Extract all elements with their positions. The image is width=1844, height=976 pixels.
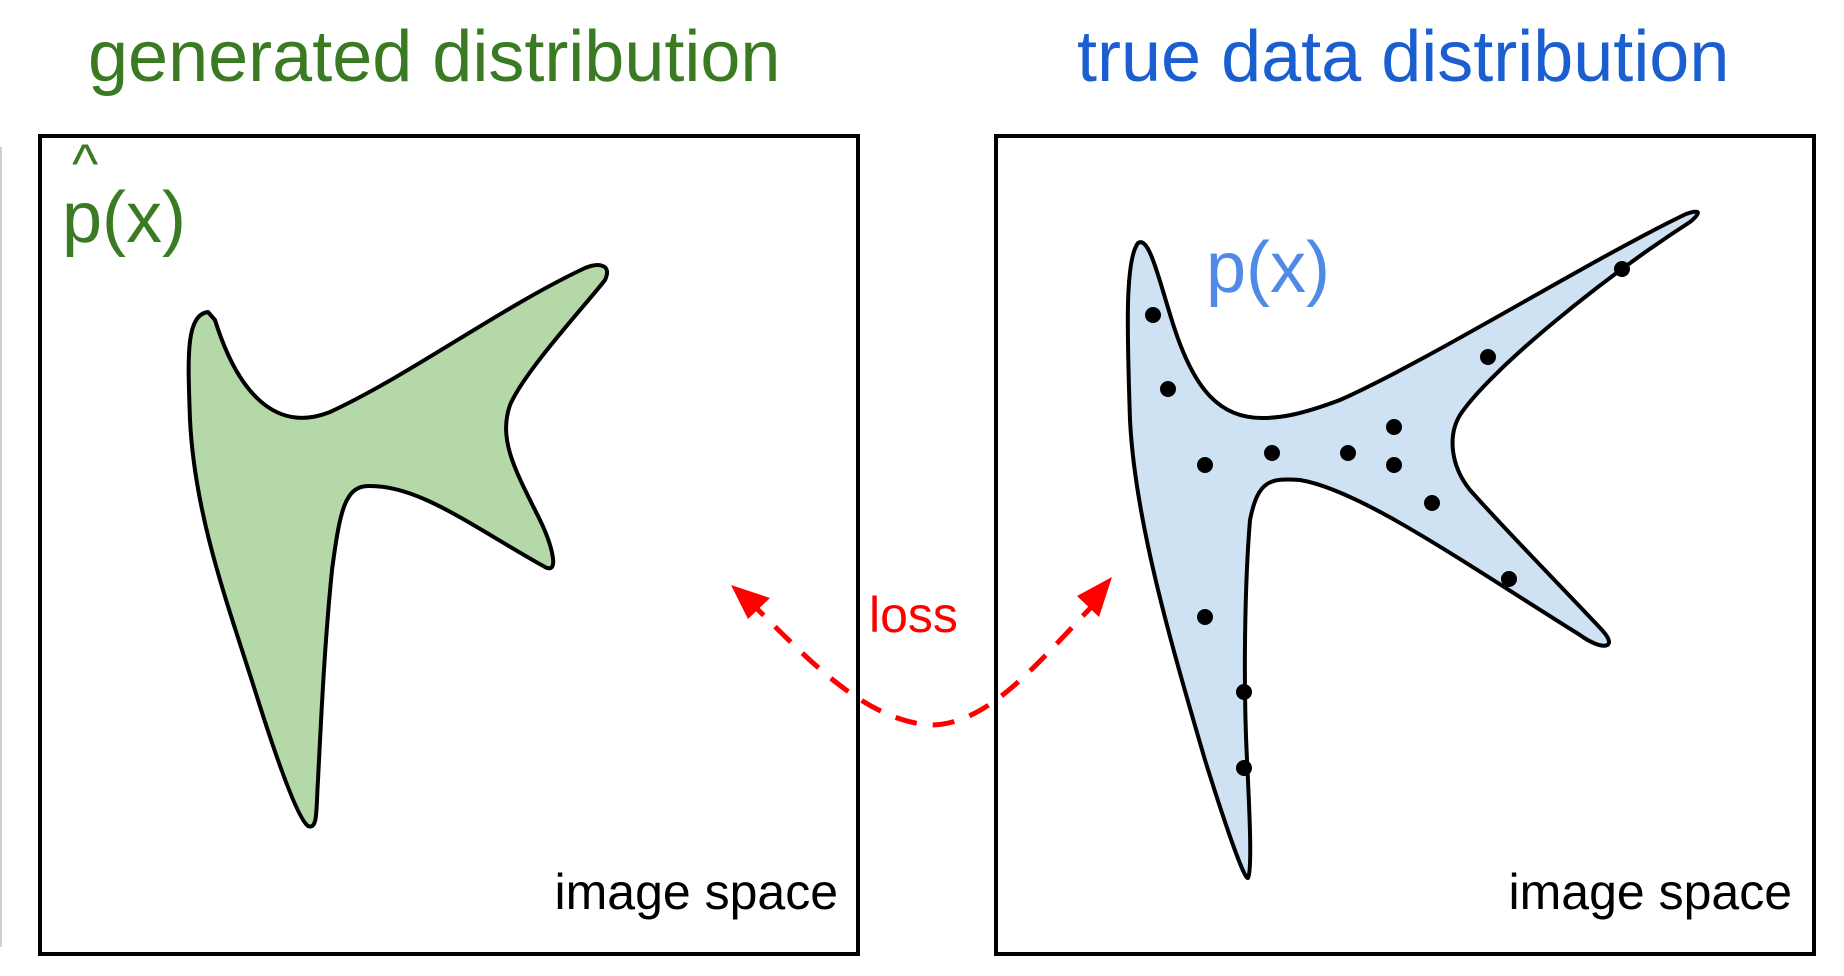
data-sample-points xyxy=(1145,261,1630,776)
p-hat-label: ^ p(x) xyxy=(62,134,186,259)
generated-image-space-panel: ^ p(x) image space xyxy=(38,134,860,956)
generated-distribution-shape xyxy=(186,263,609,829)
true-data-distribution-title: true data distribution xyxy=(1077,17,1730,97)
generated-distribution-title: generated distribution xyxy=(88,17,781,97)
arrowhead-right-icon xyxy=(1077,577,1112,617)
true-image-space-panel: p(x) image space xyxy=(994,134,1816,956)
p-x-label: p(x) xyxy=(1206,228,1330,308)
true-data-distribution-shape xyxy=(1125,209,1700,881)
p-hat-text: p(x) xyxy=(62,178,186,258)
arrowhead-left-icon xyxy=(731,585,770,619)
hat-symbol: ^ xyxy=(72,132,99,195)
loss-arrow xyxy=(731,577,1112,728)
page-edge-line xyxy=(0,147,2,947)
image-space-label-right: image space xyxy=(1508,864,1793,920)
image-space-label-left: image space xyxy=(554,864,839,920)
loss-label: loss xyxy=(869,587,958,643)
